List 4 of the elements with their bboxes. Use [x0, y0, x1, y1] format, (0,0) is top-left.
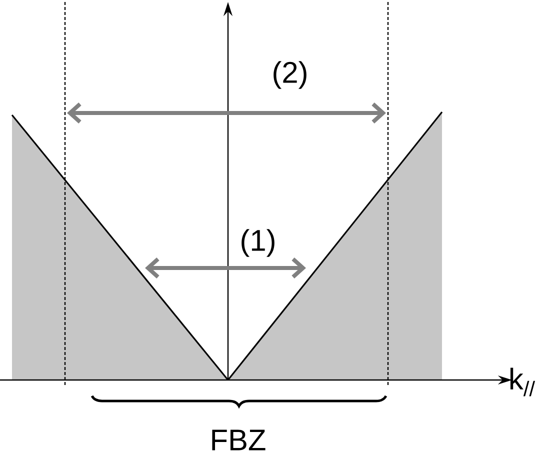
dimension-label: (1)	[242, 229, 274, 257]
axis-label: k$_{//}$	[510, 368, 536, 396]
brace-label: FBZ	[212, 430, 266, 450]
dimension-label: (2)	[274, 61, 306, 89]
